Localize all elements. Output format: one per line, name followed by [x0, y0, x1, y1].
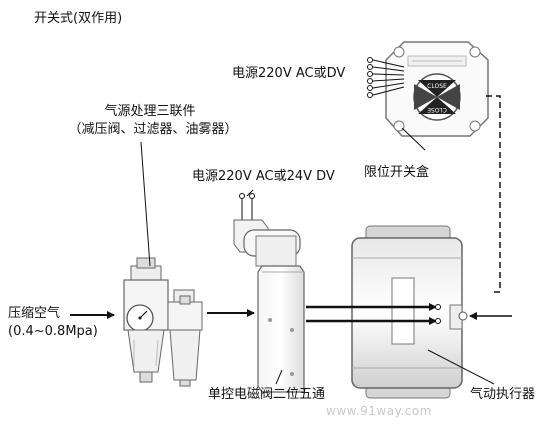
valve-power-label: 电源220V AC或24V DV	[192, 169, 335, 184]
pneumatic-actuator	[351, 225, 468, 399]
close-indicator-top: CLOSE	[427, 83, 447, 90]
limit-switch-box	[385, 41, 489, 137]
dashed-signal-line	[486, 95, 501, 293]
close-indicator-bottom: CLOSE	[427, 106, 447, 113]
limit-power-wires	[367, 57, 405, 98]
diagram-title: 开关式(双作用)	[34, 11, 123, 26]
limit-box-label: 限位开关盒	[364, 165, 430, 180]
leader-lines	[140, 127, 495, 385]
actuator-label: 气动执行器	[470, 387, 536, 402]
solenoid-valve-label: 单控电磁阀二位五通	[208, 387, 326, 402]
solenoid-valve	[233, 193, 305, 393]
frl-unit	[123, 257, 203, 387]
air-flow-lines	[70, 303, 512, 325]
limit-power-label: 电源220V AC或DV	[232, 66, 346, 81]
port-a-fitting	[435, 304, 441, 310]
frl-label-line2: （减压阀、过滤器、油雾器）	[68, 122, 238, 137]
watermark: www.91way.com	[326, 404, 432, 418]
port-b-fitting	[435, 318, 441, 324]
frl-label-line1: 气源处理三联件	[104, 104, 196, 119]
air-pressure-label: (0.4~0.8Mpa)	[8, 324, 98, 339]
compressed-air-label: 压缩空气	[8, 306, 61, 321]
